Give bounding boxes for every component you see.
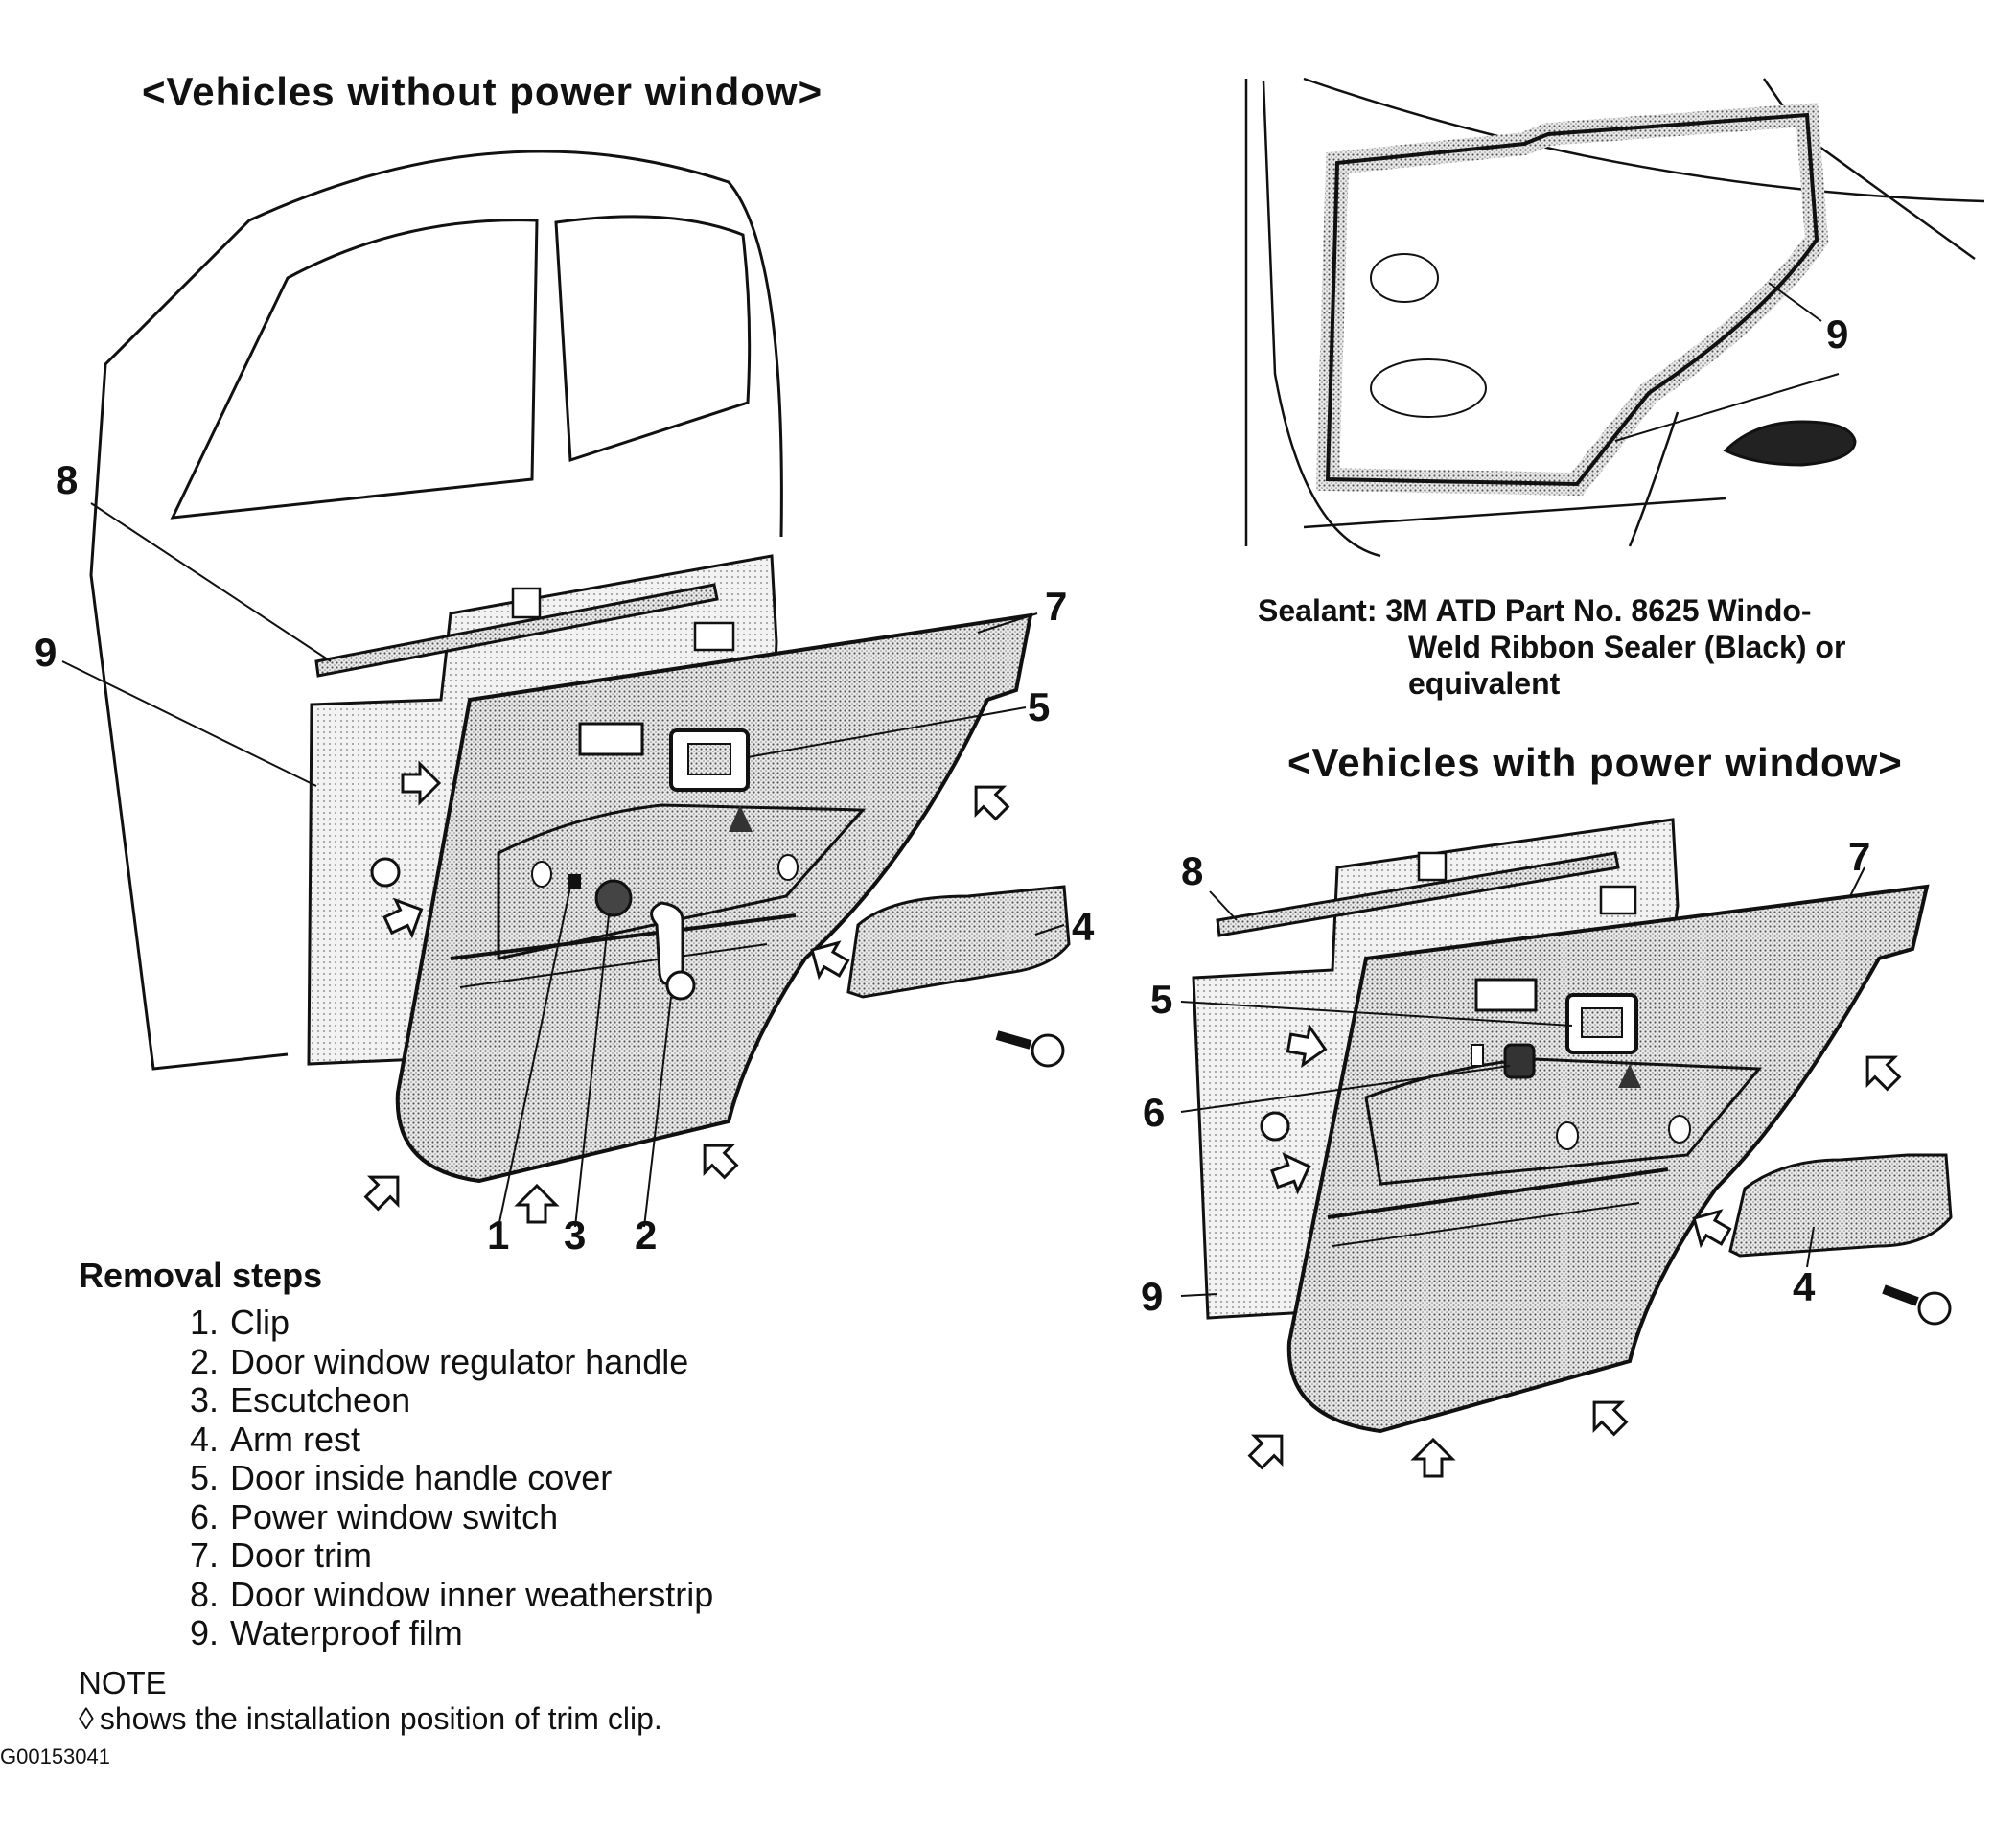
callout-left-7: 7 — [1045, 584, 1068, 629]
right-arm-rest — [1728, 1153, 1953, 1258]
figure-id: G00153041 — [0, 1744, 110, 1768]
note-body: shows the installation position of trim … — [99, 1701, 662, 1736]
sealant-illustration — [1244, 77, 1985, 558]
callout-right-6: 6 — [1143, 1090, 1166, 1135]
left-assembly — [61, 150, 1071, 1228]
right-weatherstrip — [1216, 851, 1620, 937]
left-arm-rest — [846, 885, 1071, 999]
callout-right-8: 8 — [1181, 848, 1204, 893]
callout-right-4: 4 — [1793, 1264, 1816, 1309]
list-item: 2.Door window regulator handle — [189, 1341, 689, 1381]
callout-right-9: 9 — [1141, 1274, 1164, 1319]
heading-with-power-window: <Vehicles with power window> — [1287, 740, 1903, 785]
callout-left-5: 5 — [1028, 684, 1051, 729]
sealant-roll-icon — [1723, 420, 1857, 467]
note-text: ◊shows the installation position of trim… — [79, 1701, 662, 1737]
list-item: 4.Arm rest — [189, 1419, 361, 1459]
right-screw-icon — [1882, 1284, 1952, 1326]
sealant-line-3: equivalent — [1408, 666, 1561, 701]
removal-steps-title: Removal steps — [79, 1256, 323, 1295]
callout-left-1: 1 — [487, 1213, 510, 1258]
list-item: 1.Clip — [189, 1303, 290, 1342]
callout-left-3: 3 — [564, 1213, 587, 1258]
list-item: 9.Waterproof film — [189, 1613, 463, 1652]
list-item: 5.Door inside handle cover — [189, 1458, 613, 1497]
right-door-trim — [1286, 884, 1930, 1434]
note-title: NOTE — [79, 1665, 167, 1700]
left-screw-icon — [995, 1030, 1065, 1068]
callout-left-8: 8 — [56, 457, 79, 502]
callout-topright-9: 9 — [1826, 312, 1849, 357]
sealant-line-1: Sealant: 3M ATD Part No. 8625 Windo- — [1258, 593, 1812, 628]
left-weatherstrip — [314, 583, 719, 678]
left-door-trim — [395, 612, 1033, 1184]
sealant-note: Sealant: 3M ATD Part No. 8625 Windo- Wel… — [1258, 592, 1845, 702]
callout-right-5: 5 — [1150, 977, 1173, 1022]
list-item: 3.Escutcheon — [189, 1380, 411, 1420]
trim-clip-symbol-icon: ◊ — [79, 1701, 94, 1736]
callout-left-4: 4 — [1072, 904, 1095, 949]
left-rear-window — [554, 215, 752, 463]
callout-left-2: 2 — [635, 1213, 658, 1258]
sealant-bead — [1315, 103, 1829, 497]
callout-right-7: 7 — [1848, 834, 1871, 879]
list-item: 8.Door window inner weatherstrip — [189, 1574, 714, 1614]
sealant-line-2: Weld Ribbon Sealer (Black) or — [1408, 630, 1846, 664]
right-assembly — [1180, 818, 1953, 1478]
callout-left-9: 9 — [35, 630, 58, 675]
removal-steps-list: 1.Clip 2.Door window regulator handle 3.… — [189, 1303, 714, 1653]
left-door-body — [89, 150, 783, 1071]
list-item: 6.Power window switch — [189, 1496, 559, 1536]
power-window-switch — [1503, 1043, 1536, 1079]
left-front-window — [170, 219, 539, 520]
heading-without-power-window: <Vehicles without power window> — [142, 69, 823, 114]
list-item: 7.Door trim — [189, 1536, 373, 1575]
